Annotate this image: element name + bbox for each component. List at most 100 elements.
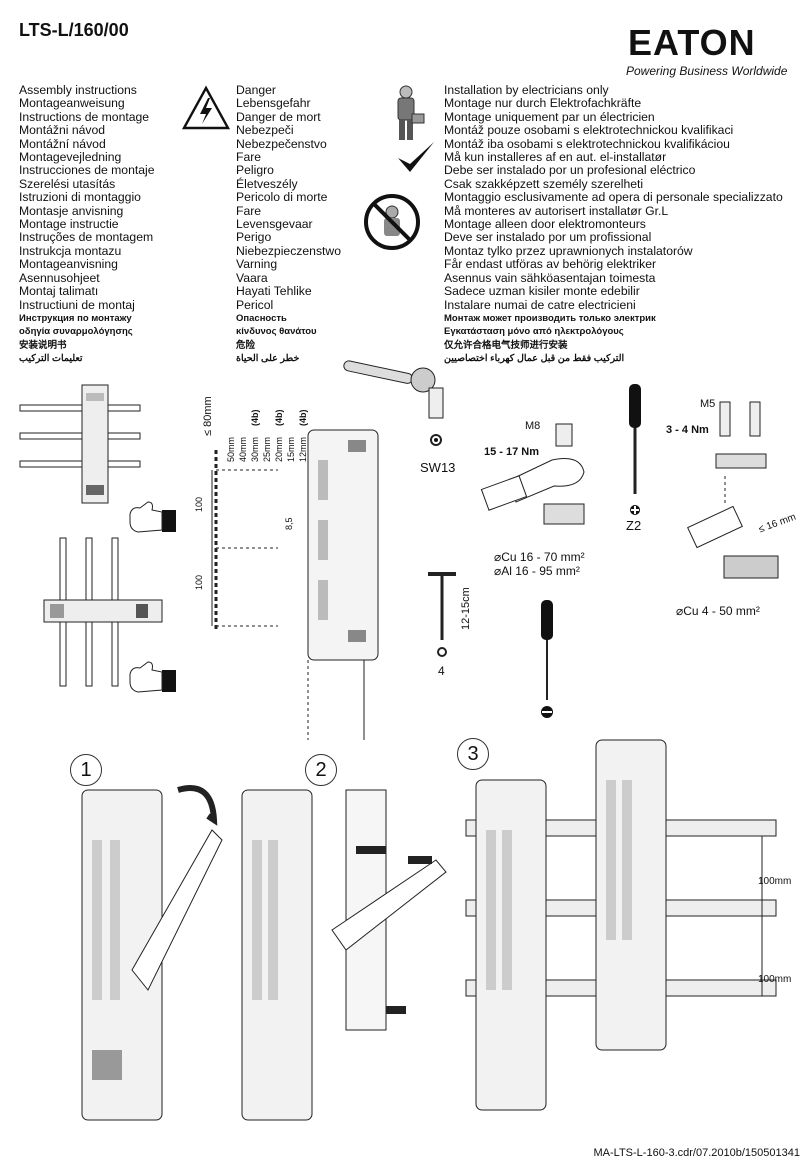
col2-line: Életveszély (236, 176, 298, 191)
step-1-hinge-open-drawing (81, 785, 223, 1121)
dim-spacing-max: ≤ 80mm (202, 396, 214, 436)
eaton-logo: EATON (628, 22, 756, 63)
col2-line: Pericol (236, 297, 274, 312)
col1-line: Asennusohjeet (19, 270, 100, 285)
col1-line: Assembly instructions (19, 83, 137, 97)
dim-spacing-12: 12mm (298, 436, 308, 462)
col3-line: Montage uniquement par un électricien (444, 109, 655, 124)
rail-pitch-1: 100mm (758, 876, 792, 887)
col3-line: Montaz tylko przez uprawnionych instalat… (444, 243, 693, 258)
step-1-marker: 1 (70, 754, 102, 786)
col3-line: Debe ser instalado por un profesional el… (444, 163, 696, 178)
step-3-marker: 3 (457, 738, 489, 770)
thumbs-up-icon (129, 501, 176, 533)
col1-line-intl: οδηγία συναρμολόγησης (19, 326, 133, 338)
step-2-insert-drawing (241, 789, 447, 1121)
dim-spacing-25: 25mm (262, 436, 272, 462)
high-voltage-warning-icon (181, 85, 231, 130)
col2-line: Lebensgefahr (236, 96, 311, 111)
step-3-rail-mounted-drawing (465, 739, 777, 1111)
col2-line: Danger (236, 83, 276, 97)
col2-line: Nebezpečenstvo (236, 136, 327, 151)
busbar-dimension-drawing (211, 429, 379, 740)
screwdriver-pz2-icon (629, 384, 641, 515)
col2-line: Varning (236, 257, 278, 272)
col1-line: Szerelési utasítás (19, 176, 116, 191)
col3-line: Deve ser instalado por um profissional (444, 230, 652, 245)
col2-line-intl: κίνδυνος θανάτου (236, 326, 317, 338)
col1-line: Montážní návod (19, 136, 106, 151)
col1-line: Montasje anvisning (19, 203, 124, 218)
busbar-horizontal-mounting-drawing (19, 384, 141, 504)
socket-size-label: SW13 (420, 460, 456, 475)
col1-line: Instrucciones de montaje (19, 163, 155, 178)
col1-line: Instructiuni de montaj (19, 297, 135, 312)
col1-line: Montage instructie (19, 217, 119, 232)
col1-line-intl: Инструкция по монтажу (19, 312, 132, 324)
dim-spacing-15: 15mm (286, 436, 296, 462)
brand-tagline: Powering Business Worldwide (626, 64, 788, 78)
col3-line: Montage alleen door elektromonteurs (444, 217, 646, 232)
col2-line-intl: خطر على الحياة (236, 353, 300, 365)
col3-line: Må monteres av autorisert installatør Gr… (444, 203, 669, 218)
flat-screwdriver-icon (541, 600, 553, 718)
checkmark-icon (398, 142, 434, 172)
prohibited-nonqualified-icon (364, 194, 420, 250)
col3-line-intl: Εγκατάσταση μόνο από ηλεκτρολόγους (444, 326, 624, 338)
dim-thick-3: (4b) (298, 409, 308, 427)
dim-spacing-40: 40mm (238, 436, 248, 462)
dim-thick-1: (4b) (250, 409, 260, 427)
col1-line: Montageanvisning (19, 257, 118, 272)
t-key-icon (428, 572, 456, 657)
col3-line-intl: Монтаж может производить только электрик (444, 312, 656, 324)
col2-line: Perigo (236, 230, 272, 245)
col1-line: Montážni návod (19, 123, 106, 138)
torque-m5-label: 3 - 4 Nm (666, 424, 709, 436)
col2-line: Fare (236, 150, 262, 165)
dim-spacing-30: 30mm (250, 436, 260, 462)
col3-line: Må kun installeres af en aut. el-install… (444, 150, 667, 165)
col3-line: Montáž iba osobami s elektrotechnickou k… (444, 136, 730, 151)
bolt-m8-label: M8 (525, 420, 541, 432)
document-title: LTS-L/160/00 (19, 20, 129, 40)
col1-line: Instrukcja montazu (19, 243, 122, 258)
col2-line: Levensgevaar (236, 217, 313, 232)
col2-line-intl: Опасность (236, 312, 287, 324)
dim-gap: 8,5 (284, 517, 294, 530)
col3-line-intl: التركيب فقط من قبل عمال كهرباء اختصاصيين (444, 353, 625, 365)
torque-wrench-icon (343, 360, 444, 446)
col1-line: Montagevejledning (19, 150, 122, 165)
cross-section-cu-m8: ⌀Cu 16 - 70 mm² (494, 550, 585, 564)
col1-line: Montageanweisung (19, 96, 125, 111)
thumbs-up-icon (129, 661, 176, 693)
col3-line: Montaggio esclusivamente ad opera di per… (444, 190, 783, 205)
col3-line: Montáž pouze osobami s elektrotechnickou… (444, 123, 734, 138)
cable-clamp-m5-drawing (687, 401, 779, 579)
step-2-marker: 2 (305, 754, 337, 786)
col2-line-intl: 危险 (236, 339, 256, 351)
torque-m8-label: 15 - 17 Nm (484, 446, 540, 458)
screwdriver-size-label: Z2 (626, 518, 642, 533)
col3-line: Instalare numai de catre electricieni (444, 297, 636, 312)
t-key-length-label: 12-15cm (460, 587, 472, 630)
dim-spacing-20: 20mm (274, 436, 284, 462)
col2-line: Niebezpieczenstwo (236, 243, 342, 258)
col3-line: Sadece uzman kisiler monte edebilir (444, 284, 640, 299)
col2-line: Peligro (236, 163, 274, 178)
col2-line: Danger de mort (236, 109, 321, 124)
col2-line: Nebezpeči (236, 123, 294, 138)
cross-section-al-m8: ⌀Al 16 - 95 mm² (494, 564, 580, 578)
cross-section-cu-m5: ⌀Cu 4 - 50 mm² (676, 604, 760, 618)
col2-line: Hayati Tehlike (236, 284, 312, 299)
col1-line: Montaj talimatı (19, 284, 99, 299)
cable-lug-m8-drawing (480, 423, 585, 525)
col3-line: Montage nur durch Elektrofachkräfte (444, 96, 642, 111)
dim-pitch-b: 100 (194, 574, 204, 590)
col1-line-intl: تعليمات التركيب (19, 353, 83, 365)
col1-line: Istruzioni di montaggio (19, 190, 141, 205)
t-key-size-label: 4 (438, 664, 445, 678)
col3-line: Asennus vain sähköasentajan toimesta (444, 270, 656, 285)
